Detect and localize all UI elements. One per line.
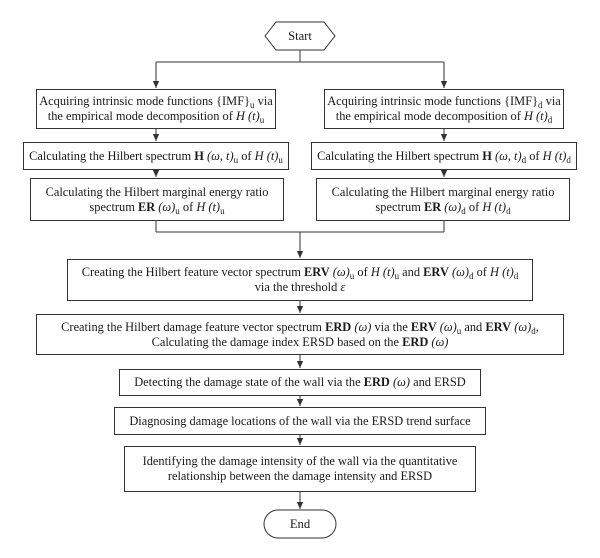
detect-damage-state-box: Detecting the damage state of the wall v… (119, 369, 481, 396)
right-marginal-energy-ratio-box: Calculating the Hilbert marginal energy … (316, 178, 570, 221)
end-label: End (289, 516, 311, 531)
right-acquire-imf-box: Acquiring intrinsic mode functions {IMF}… (324, 89, 564, 129)
identify-intensity-box: Identifying the damage intensity of the … (124, 446, 476, 492)
end-terminal: End (264, 510, 336, 538)
diagnose-locations-box: Diagnosing damage locations of the wall … (114, 407, 486, 435)
damage-feature-vector-box: Creating the Hilbert damage feature vect… (36, 314, 564, 355)
start-label: Start (288, 28, 312, 43)
start-terminal: Start (265, 22, 335, 50)
left-acquire-imf-box: Acquiring intrinsic mode functions {IMF}… (36, 89, 276, 129)
start-terminal-shape (264, 21, 336, 51)
end-terminal-shape (263, 509, 337, 539)
feature-vector-spectrum-box: Creating the Hilbert feature vector spec… (67, 259, 533, 301)
left-hilbert-spectrum-box: Calculating the Hilbert spectrum H (ω, t… (23, 142, 289, 170)
right-hilbert-spectrum-box: Calculating the Hilbert spectrum H (ω, t… (311, 142, 577, 170)
left-marginal-energy-ratio-box: Calculating the Hilbert marginal energy … (30, 178, 284, 221)
